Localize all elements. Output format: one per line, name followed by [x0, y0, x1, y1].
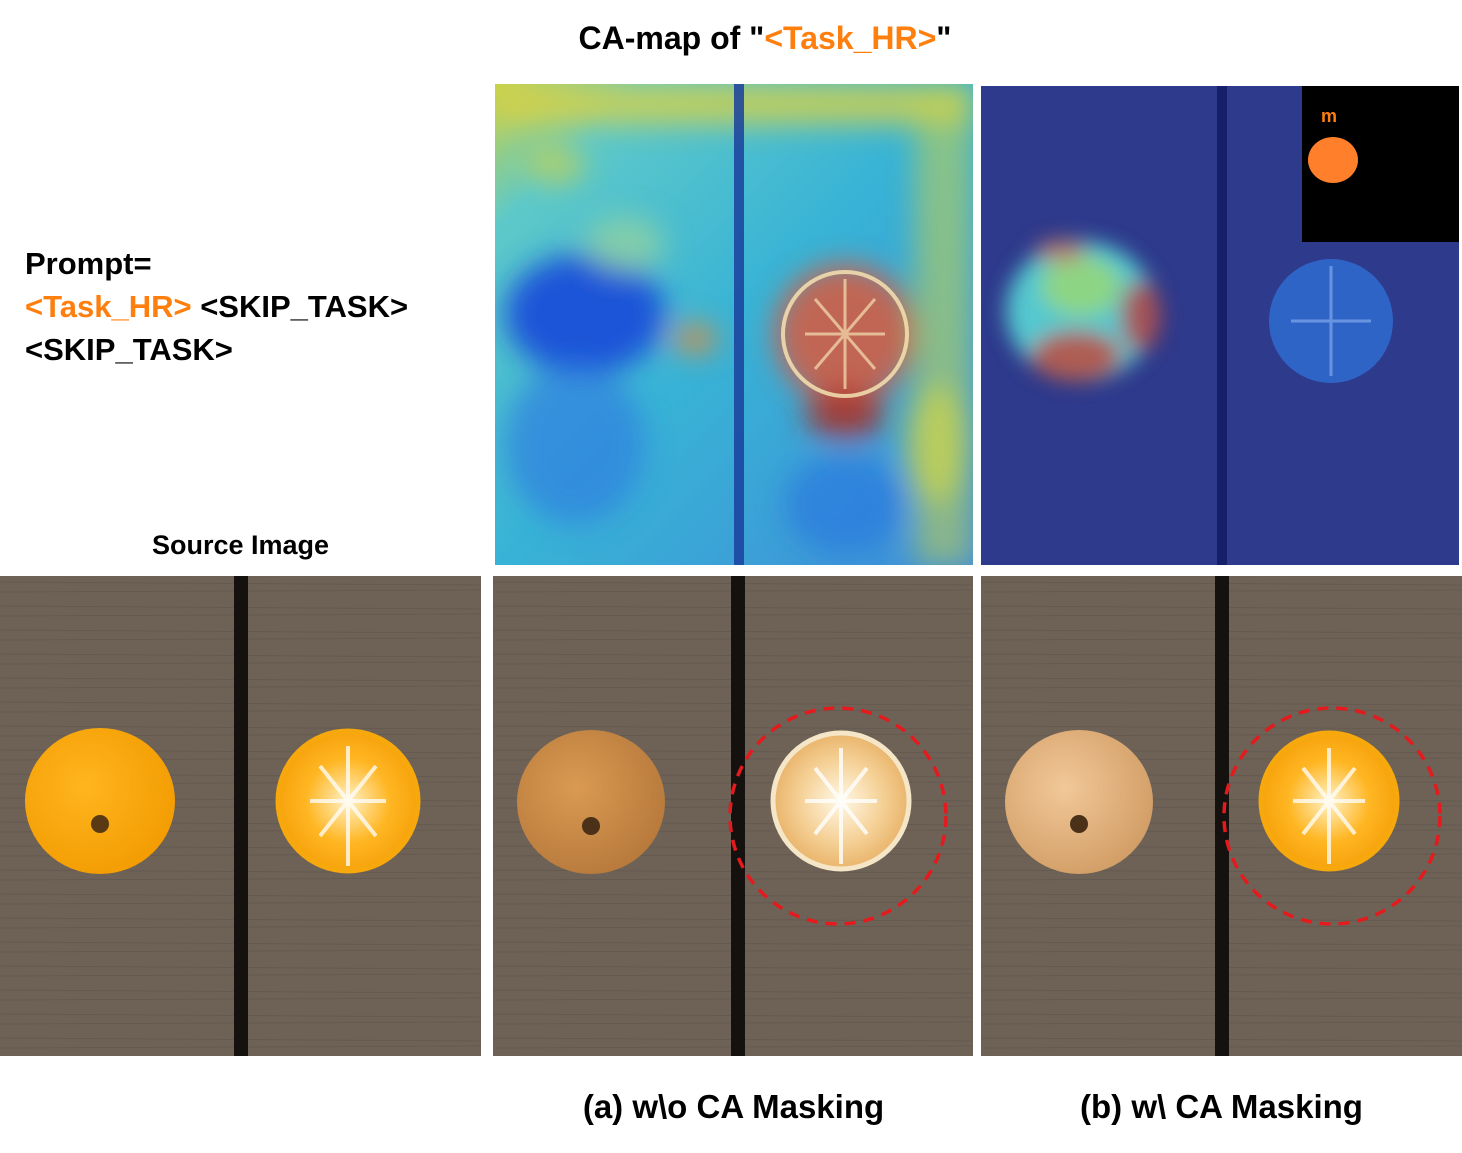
result-without-masking — [493, 576, 973, 1056]
prompt-label: Prompt= — [25, 246, 152, 281]
heatmap-without-masking — [495, 84, 973, 565]
highlight-circle — [728, 706, 948, 926]
prompt-text: Prompt= <Task_HR> <SKIP_TASK> <SKIP_TASK… — [25, 242, 408, 371]
camap-title: CA-map of "<Task_HR>" — [0, 20, 1462, 57]
heatmap-with-masking: m — [981, 86, 1459, 565]
mask-inset-dot — [1308, 137, 1358, 183]
source-image — [0, 576, 481, 1056]
result-with-masking — [981, 576, 1462, 1056]
prompt-line-2: <Task_HR> <SKIP_TASK> — [25, 285, 408, 328]
mask-inset-label: m — [1321, 106, 1338, 126]
prompt-skip-2: <SKIP_TASK> — [25, 332, 233, 367]
highlight-circle — [1222, 706, 1442, 926]
camap-title-token: <Task_HR> — [764, 20, 937, 56]
camap-title-suffix: " — [936, 20, 952, 56]
prompt-skip-1: <SKIP_TASK> — [191, 289, 409, 324]
caption-b: (b) w\ CA Masking — [1080, 1088, 1363, 1125]
caption-a: (a) w\o CA Masking — [582, 1088, 885, 1125]
source-image-title: Source Image — [151, 530, 330, 560]
prompt-token-hr: <Task_HR> — [25, 289, 192, 324]
camap-title-prefix: CA-map of " — [578, 20, 765, 56]
